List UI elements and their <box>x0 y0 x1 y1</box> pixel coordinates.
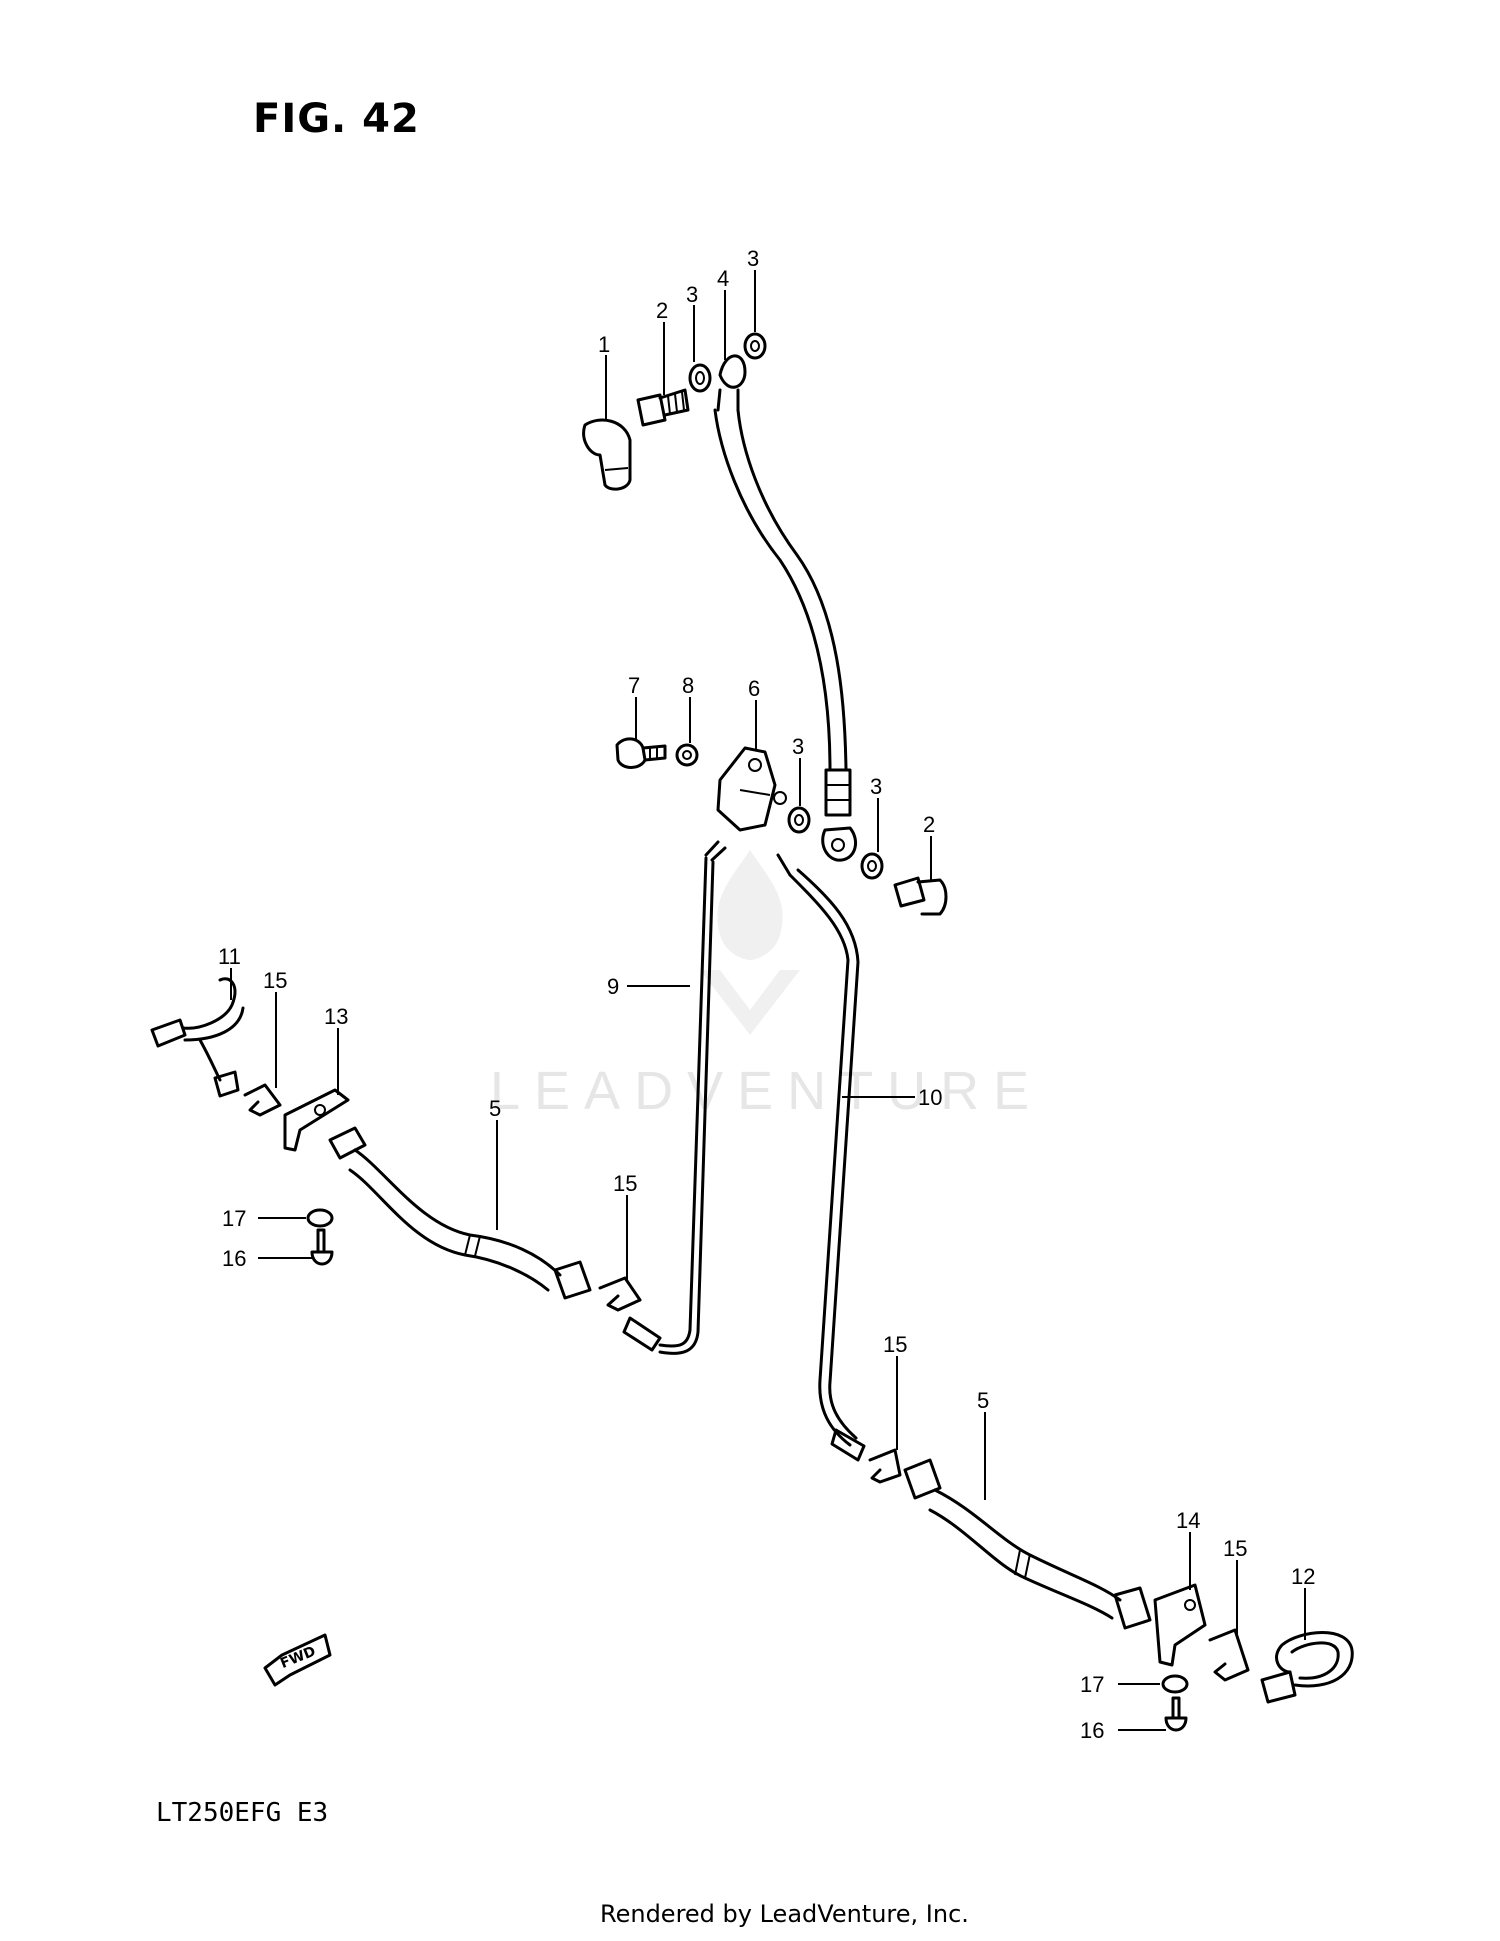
callout-2b: 2 <box>923 812 935 837</box>
figure-title: FIG. 42 <box>253 96 420 142</box>
part-3-washer-d <box>860 852 884 880</box>
callout-5a: 5 <box>489 1096 501 1121</box>
callout-4: 4 <box>717 266 729 291</box>
model-code: LT250EFG E3 <box>156 1798 329 1828</box>
part-3-washer-b <box>743 332 767 360</box>
callout-7: 7 <box>628 673 640 698</box>
part-7-bolt <box>615 737 667 769</box>
part-9-brake-pipe <box>622 840 727 1355</box>
part-3-washer-c <box>787 806 811 834</box>
part-15-clip-c <box>868 1448 902 1484</box>
part-6-joint <box>716 746 787 832</box>
callout-11: 11 <box>218 944 241 969</box>
callout-3c: 3 <box>792 734 804 759</box>
callout-13: 13 <box>324 1004 348 1029</box>
callout-16b: 16 <box>1080 1718 1104 1743</box>
part-10-brake-pipe <box>776 853 866 1462</box>
part-13-bracket <box>283 1088 350 1152</box>
callout-10: 10 <box>918 1085 942 1110</box>
callout-17a: 17 <box>222 1206 246 1231</box>
callout-3a: 3 <box>686 282 698 307</box>
part-16-bolt-left <box>310 1228 334 1266</box>
part-17-washer-left <box>306 1208 334 1228</box>
part-5-hose-right <box>903 1458 1152 1630</box>
callout-3d: 3 <box>870 774 882 799</box>
callout-9: 9 <box>607 974 619 999</box>
part-1-cap <box>582 418 632 491</box>
part-3-washer-a <box>688 363 712 393</box>
part-15-clip-b <box>598 1276 642 1312</box>
callout-15d: 15 <box>1223 1536 1247 1561</box>
part-17-washer-right <box>1161 1674 1189 1694</box>
callout-15c: 15 <box>883 1332 907 1357</box>
callout-14: 14 <box>1176 1508 1200 1533</box>
callout-15b: 15 <box>613 1171 637 1196</box>
callout-6: 6 <box>748 676 760 701</box>
part-16-bolt-right <box>1164 1696 1188 1732</box>
part-4-main-hose <box>713 354 858 862</box>
part-14-bracket <box>1153 1583 1207 1667</box>
part-2-bolt-lower <box>893 876 948 916</box>
callout-3b: 3 <box>747 246 759 271</box>
part-5-hose-left <box>328 1126 592 1300</box>
callout-15a: 15 <box>263 968 287 993</box>
part-11-pipe <box>150 977 245 1098</box>
callout-2a: 2 <box>656 298 668 323</box>
fwd-arrow-icon: FWD <box>263 1633 332 1687</box>
callout-8: 8 <box>682 673 694 698</box>
callout-1: 1 <box>598 332 610 357</box>
part-15-clip-d <box>1208 1628 1250 1682</box>
callout-12: 12 <box>1291 1564 1315 1589</box>
callout-5b: 5 <box>977 1388 989 1413</box>
callout-16a: 16 <box>222 1246 246 1271</box>
watermark-text: LEADVENTURE <box>490 1061 1044 1121</box>
part-8-washer <box>675 743 699 767</box>
callout-17b: 17 <box>1080 1672 1104 1697</box>
part-15-clip-a <box>243 1083 282 1117</box>
watermark-logo <box>700 850 800 1035</box>
part-2-bolt-upper <box>636 388 690 427</box>
render-credit: Rendered by LeadVenture, Inc. <box>600 1900 969 1928</box>
part-12-pipe-loop <box>1260 1631 1354 1704</box>
